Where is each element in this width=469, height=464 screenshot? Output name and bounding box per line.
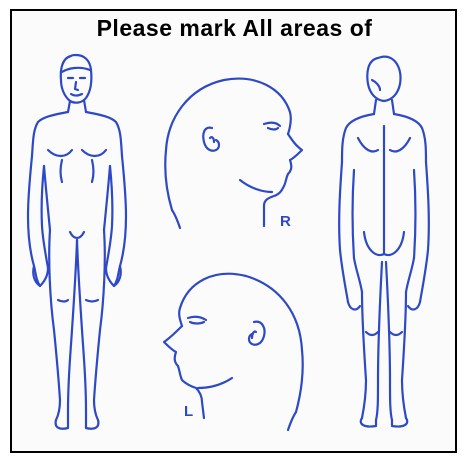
right-side-head-figure[interactable] bbox=[165, 79, 302, 228]
front-body-figure[interactable] bbox=[28, 55, 126, 429]
left-view-label: L bbox=[184, 403, 193, 420]
right-view-label: R bbox=[280, 213, 291, 230]
back-body-figure[interactable] bbox=[339, 57, 429, 427]
